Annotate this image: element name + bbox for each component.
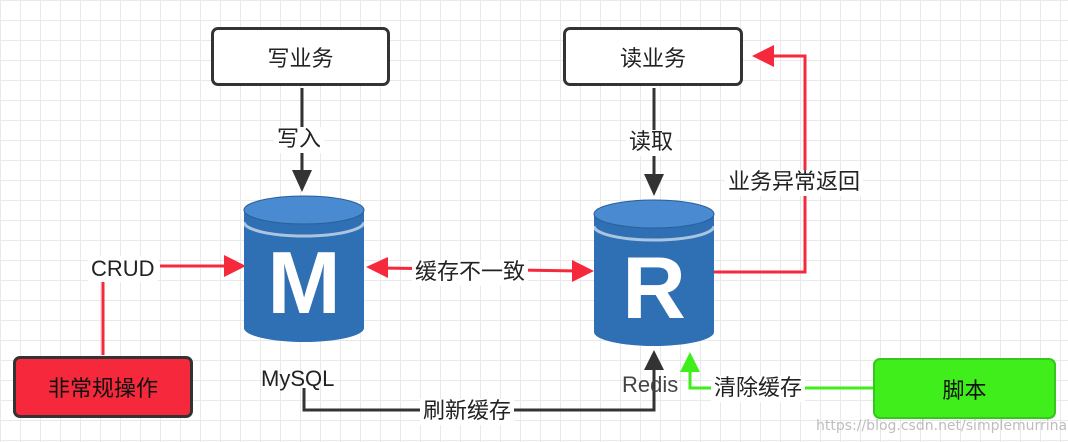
inconsistency-head-right [572,260,594,282]
script-label: 脚本 [942,378,987,404]
crud-arrow-head [224,255,246,277]
redis-database: R [592,199,716,346]
mysql-letter: M [267,233,340,332]
abnormal-ops-node: 非常规操作 [13,356,193,418]
business-exception-label: 业务异常返回 [725,170,864,196]
script-node: 脚本 [873,358,1056,419]
exception-line [714,54,807,274]
read-business-node: 读业务 [563,27,743,86]
write-business-node: 写业务 [211,27,390,86]
read-arrow-head [644,174,664,196]
refresh-cache-label: 刷新缓存 [420,399,515,425]
clear-cache-label: 清除缓存 [711,376,806,402]
write-arrow-head [292,170,312,192]
crud-label: CRUD [88,256,158,282]
clear-cache-arrow-head [680,352,700,372]
write-in-label: 写入 [274,127,325,153]
exception-arrow-head [752,45,774,67]
redis-letter: R [622,238,686,337]
write-business-label: 写业务 [267,46,334,72]
read-out-label: 读取 [626,130,677,156]
redis-name-label: Redis [622,372,679,397]
mysql-name-label: MySQL [261,366,335,391]
inconsistency-label: 缓存不一致 [412,260,529,286]
inconsistency-head-left [366,257,388,278]
clear-cache-line [688,368,874,390]
read-business-label: 读业务 [619,46,686,72]
refresh-arrow-head [644,350,664,370]
connectors [101,45,874,412]
abnormal-ops-label: 非常规操作 [47,377,158,402]
mysql-database: M [242,195,366,342]
watermark: https://blog.csdn.net/simplemurrina [816,418,1068,434]
